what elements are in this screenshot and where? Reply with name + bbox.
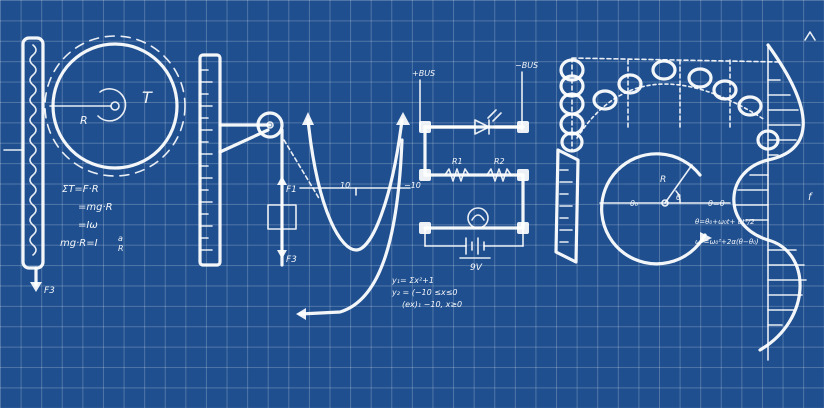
letter-s-circuit — [419, 71, 529, 259]
letter-h-ruler-pulley — [198, 53, 321, 267]
battery-label: 9V — [470, 263, 483, 273]
letter-s-wave — [732, 31, 816, 361]
letter-c-rotation — [599, 152, 731, 266]
gear-radius-label: R — [80, 114, 88, 127]
eq-torque-sum: ΣT=F·R — [62, 184, 99, 195]
gear-torque-label: T — [142, 88, 153, 107]
axis-label-minus10: −10 — [404, 181, 421, 190]
bus-minus-label: −BUS — [515, 61, 538, 70]
eq-frac-den: R — [118, 244, 124, 253]
pulley-force-f3: F3 — [286, 255, 297, 265]
eq-torque-iw: =Iω — [78, 220, 98, 231]
kinematics-eq-2: ω²=ω₀²+2α(θ−θ₀) — [695, 238, 759, 246]
circle-radius-label: R — [660, 175, 666, 185]
kinematics-eq-1: θ=θ₀+ω₀t+ αt²/2 — [695, 218, 755, 226]
theta-zero-label: θ=0 — [708, 199, 725, 208]
theta-label: θ — [676, 193, 681, 202]
theta-0-label: θ₀ — [630, 199, 639, 208]
letter-p-gear-rack — [3, 35, 186, 292]
axis-label-10: 10 — [340, 181, 350, 190]
letter-i-bar-trajectory — [554, 57, 781, 264]
wave-label: f — [808, 192, 813, 203]
eq-piecewise-1: y₁= Σx²+1 — [391, 276, 434, 285]
eq-torque-mg: =mg·R — [78, 202, 113, 213]
letter-y-parabola — [296, 112, 411, 320]
eq-torque-final: mg·R=I — [60, 238, 98, 249]
eq-frac-num: a — [118, 234, 123, 243]
eq-piecewise-3: (ex)₁ −10, x≥0 — [402, 300, 462, 309]
eq-piecewise-2: y₂ = (−10 ≤x≤0 — [391, 288, 458, 297]
bus-plus-label: +BUS — [412, 69, 435, 78]
resistor-r1-label: R1 — [452, 157, 463, 166]
resistor-r2-label: R2 — [494, 157, 505, 166]
pulley-force-f1: F1 — [286, 185, 297, 195]
rack-force-label: F3 — [44, 286, 55, 296]
